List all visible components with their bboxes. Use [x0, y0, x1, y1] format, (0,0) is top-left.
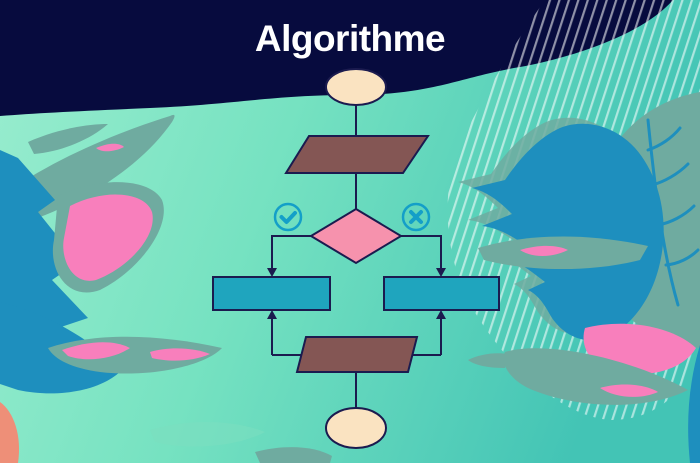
- leaf-gray-bottom-icon: [255, 447, 332, 463]
- leaf-pink-sliver-icon: [96, 143, 124, 152]
- flow-node-start: [325, 68, 387, 106]
- flow-node-input: [284, 135, 430, 174]
- leaf-pink-accent1-icon: [62, 342, 130, 360]
- leaf-blue-large-icon: [472, 123, 664, 341]
- leaf-pink-large-icon: [63, 194, 153, 281]
- flowchart: [212, 68, 500, 449]
- leaf-pink-accent4-icon: [600, 384, 658, 397]
- leaf-blue-edge-icon: [688, 345, 700, 463]
- flow-node-end: [325, 407, 387, 449]
- flow-node-process-yes: [212, 276, 331, 311]
- leaf-pink-accent2-icon: [150, 348, 210, 361]
- leaf-gray-horizontal-right-icon: [478, 236, 648, 270]
- leaf-salmon-corner-icon: [0, 402, 20, 463]
- leaf-gray-small-icon: [28, 124, 108, 154]
- page-title: Algorithme: [254, 18, 446, 59]
- leaf-gray-tail-icon: [468, 353, 508, 368]
- leaf-blue-stems-icon: [0, 150, 88, 334]
- flow-connectors: [271, 104, 442, 409]
- flow-node-process-no: [383, 276, 500, 311]
- leaf-mint-faint-icon: [150, 421, 265, 447]
- flow-node-output: [295, 336, 419, 373]
- leaf-pink-accent3-icon: [520, 245, 568, 256]
- left-leaf-cluster: [0, 114, 332, 463]
- header-wave: [0, 0, 673, 116]
- check-circle-icon: [273, 202, 303, 232]
- right-leaf-cluster: [458, 92, 700, 463]
- flow-node-decision: [309, 207, 403, 265]
- cross-circle-icon: [401, 202, 431, 232]
